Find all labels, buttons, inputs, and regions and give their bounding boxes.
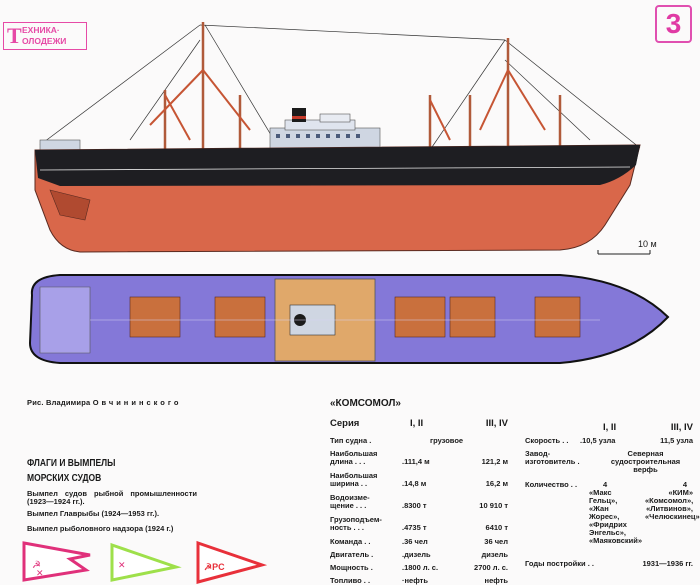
spec-value: Северная судостроительная верфь: [610, 449, 681, 474]
spec-value: нефть: [484, 576, 508, 585]
specs-table-right: I, II III, IV Скорость . . .10,5 узла 11…: [525, 422, 700, 584]
pennant-glavryba-icon: ✕: [110, 542, 182, 582]
spec-value: 11,5 узла: [660, 436, 693, 445]
spec-label: Годы постройки . .: [525, 559, 594, 568]
spec-value: ·нефть: [402, 576, 428, 585]
pennants: ☭✕ ✕ ☭PC: [22, 540, 268, 584]
spec-value: 16,2 м: [485, 479, 508, 488]
svg-text:✕: ✕: [36, 568, 44, 578]
header-col1: I, II: [410, 418, 424, 429]
spec-value: 2700 л. с.: [474, 563, 508, 572]
spec-row-displacement: Водоизме- щение . . . .8300 т 10 910 т: [330, 493, 508, 510]
spec-label: Наибольшая: [330, 471, 378, 480]
spec-row-length: Наибольшая длина . . . .111,4 м 121,2 м: [330, 449, 508, 466]
ship-side-view: [34, 22, 651, 255]
magazine-logo: Т ЕХНИКА· ОЛОДЕЖИ: [3, 22, 87, 50]
spec-value: .8300 т: [402, 501, 427, 510]
svg-text:✕: ✕: [118, 560, 126, 570]
specs-table-left: Серия I, II III, IV Тип судна . грузовое…: [330, 418, 508, 585]
ship-names-1: «Макс Гельц», «Жан Жорес», «Фридрих Энге…: [589, 488, 643, 545]
spec-row-width: Наибольшая ширина . . .14,8 м 16,2 м: [330, 471, 508, 488]
spec-value: 36 чел: [484, 537, 508, 546]
spec-label: Грузоподъем-: [330, 515, 382, 524]
spec-value: .дизель: [402, 550, 431, 559]
spec-label: Завод-: [525, 449, 551, 458]
spec-value: 121,2 м: [481, 457, 508, 466]
spec-row-capacity: Грузоподъем- ность . . . .4735 т 6410 т: [330, 515, 508, 532]
caption-author: Овчининского: [92, 398, 182, 407]
ship-names-2: «КИМ» «Комсомол», «Литвинов», «Челюскине…: [645, 488, 700, 521]
spec-label: Двигатель .: [330, 550, 374, 559]
flags-title-line1: ФЛАГИ И ВЫМПЕЛЫ: [27, 458, 116, 469]
logo-line1: ЕХНИКА·: [22, 25, 60, 35]
spec-value: .111,4 м: [402, 457, 430, 466]
spec-label: ширина . .: [330, 479, 368, 488]
spec-label: Количество . .: [525, 480, 578, 489]
header-col2: III, IV: [670, 422, 693, 433]
flag-item-2: Вымпел Главрыбы (1924—1953 гг.).: [27, 509, 160, 518]
scale-bar: [597, 250, 651, 255]
spec-label: Мощность .: [330, 563, 373, 572]
spec-value: грузовое: [430, 436, 464, 445]
scale-label: 10 м: [638, 239, 657, 249]
spec-label: ность . . .: [330, 523, 364, 532]
spec-value: .1800 л. с.: [402, 563, 439, 572]
svg-text:☭PC: ☭PC: [204, 562, 225, 572]
spec-label: Команда . .: [330, 537, 371, 546]
issue-number: 3: [655, 5, 692, 43]
spec-value: .36 чел: [402, 537, 428, 546]
header-col2: III, IV: [485, 418, 508, 429]
spec-value: дизель: [481, 550, 508, 559]
logo-line2: ОЛОДЕЖИ: [22, 36, 67, 46]
spec-row-builder: Завод- изготовитель . Северная судострои…: [525, 449, 693, 474]
flag-item-3: Вымпел рыболовного надзора (1924 г.): [27, 524, 174, 533]
spec-label: Водоизме-: [330, 493, 370, 502]
spec-value: .10,5 узла: [580, 436, 616, 445]
pennant-fishing-inspection-icon: ☭PC: [196, 540, 268, 584]
flags-title-line2: МОРСКИХ СУДОВ: [27, 473, 102, 484]
quantity-value: 4: [603, 480, 608, 489]
spec-label: изготовитель .: [525, 457, 580, 466]
header-col1: I, II: [603, 422, 617, 433]
header-label: Серия: [330, 418, 360, 429]
spec-value: 6410 т: [485, 523, 508, 532]
pennant-fishing-industry-icon: ☭✕: [22, 541, 91, 582]
caption-prefix: Рис. Владимира: [27, 398, 91, 407]
spec-label: Тип судна .: [330, 436, 372, 445]
spec-value: 10 910 т: [479, 501, 508, 510]
ship-name: «КОМСОМОЛ»: [330, 398, 401, 409]
flag-item-1: Вымпел судов рыбной промышленности (1923…: [27, 489, 197, 506]
logo-letter: Т: [7, 23, 22, 48]
spec-label: щение . . .: [330, 501, 367, 510]
ship-top-view: [28, 274, 670, 364]
spec-value: 1931—1936 гг.: [642, 559, 693, 568]
spec-label: длина . . .: [330, 457, 366, 466]
svg-text:☭: ☭: [32, 560, 41, 571]
spec-value: .4735 т: [402, 523, 427, 532]
spec-label: Топливо . .: [330, 576, 371, 585]
quantity-value: 4: [682, 480, 687, 489]
flags-title: ФЛАГИ И ВЫМПЕЛЫ МОРСКИХ СУДОВ: [27, 456, 115, 486]
spec-label: Скорость . .: [525, 436, 569, 445]
spec-label: Наибольшая: [330, 449, 378, 458]
spec-value: .14,8 м: [402, 479, 427, 488]
illustration-caption: Рис. Владимира Овчининского: [27, 398, 182, 407]
